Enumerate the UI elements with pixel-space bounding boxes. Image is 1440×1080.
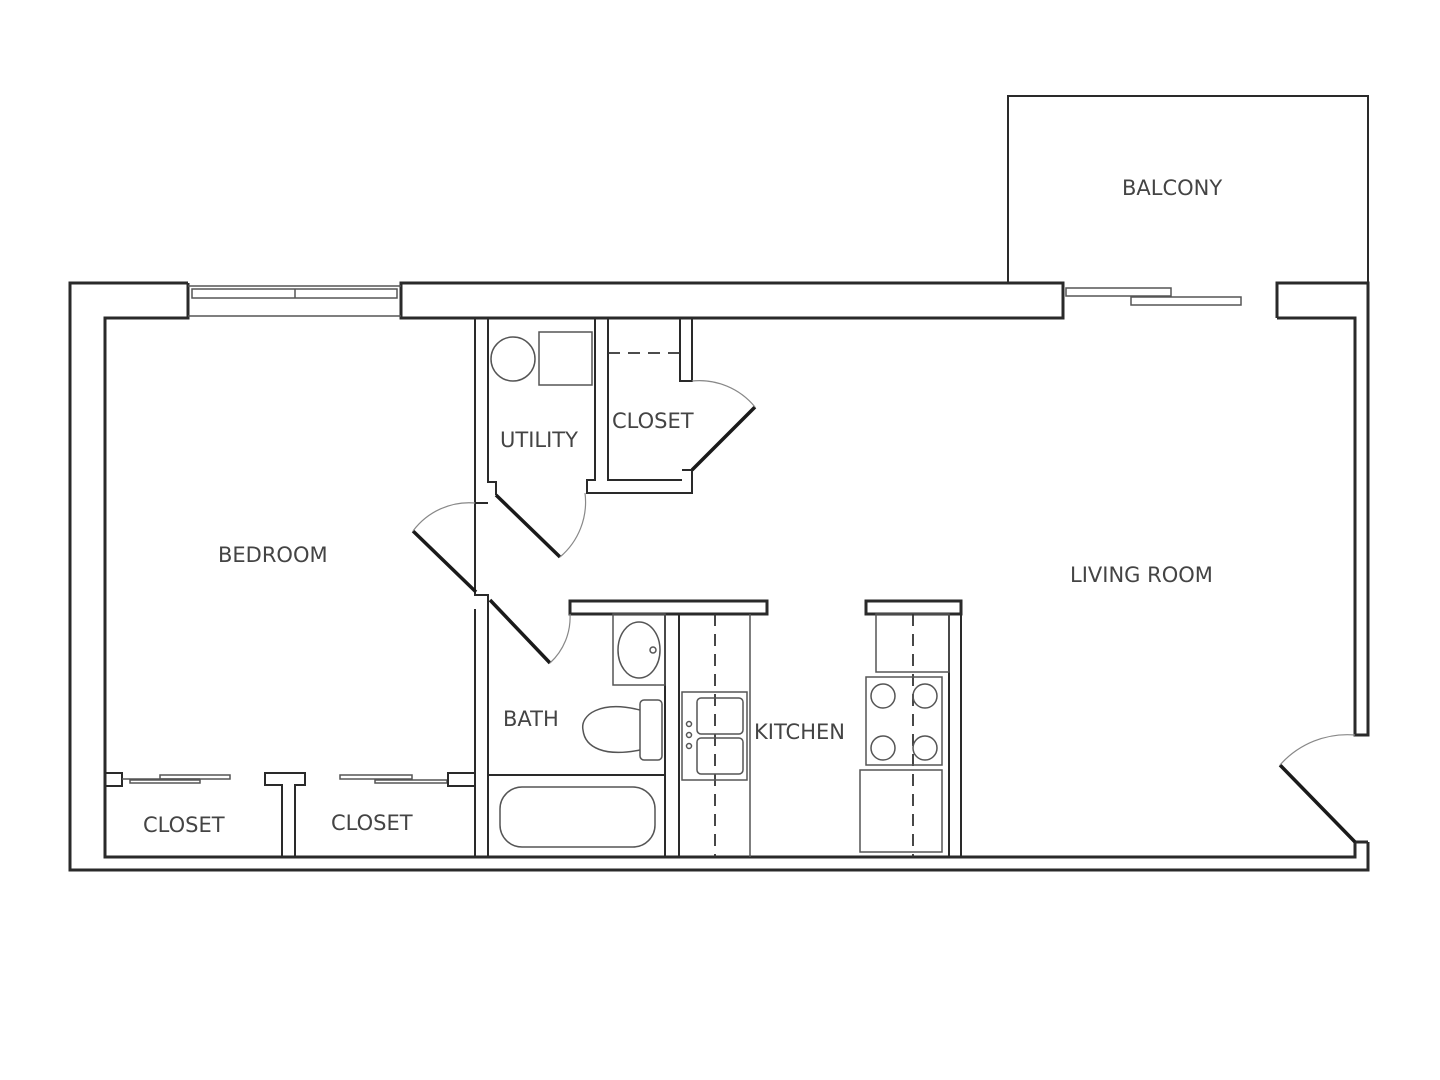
bedroom-closets (104, 772, 475, 857)
room-label-hall-closet: CLOSET (612, 409, 694, 433)
room-label-kitchen: KITCHEN (754, 720, 845, 744)
room-label-bedroom-closet-right: CLOSET (331, 811, 413, 835)
balcony-sliding-door (1065, 287, 1242, 306)
room-label-bedroom-closet-left: CLOSET (143, 813, 225, 837)
room-label-balcony: BALCONY (1122, 176, 1222, 200)
room-label-bath: BATH (503, 707, 559, 731)
room-label-utility: UTILITY (500, 428, 578, 452)
kitchen (681, 599, 963, 857)
exterior-walls (68, 281, 1370, 872)
bath-walls (474, 598, 769, 857)
room-label-bedroom: BEDROOM (218, 543, 328, 567)
bedroom-window (188, 285, 401, 317)
bedroom-door (411, 502, 489, 609)
balcony (1007, 95, 1369, 283)
entry-door (1278, 734, 1357, 844)
room-label-living-room: LIVING ROOM (1070, 563, 1213, 587)
